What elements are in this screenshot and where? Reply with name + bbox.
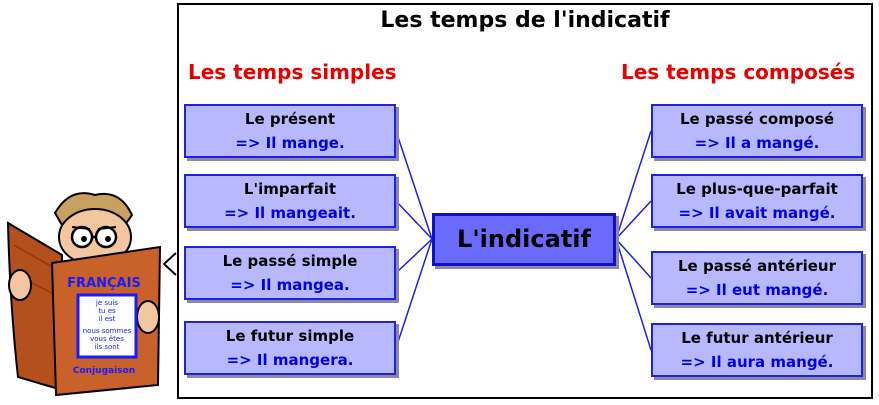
tense-name: Le futur simple	[225, 327, 355, 345]
book-label-panel	[76, 293, 138, 359]
connector-futur-anterieur	[615, 238, 652, 351]
tense-name: Le présent	[244, 110, 336, 128]
connector-present	[395, 130, 433, 240]
tense-name: Le plus-que-parfait	[676, 180, 838, 198]
connector-passe-compose	[615, 130, 652, 240]
tense-name: Le passé simple	[222, 252, 358, 270]
tense-example: => Il mange.	[235, 134, 345, 152]
tense-box-futur-simple: Le futur simple => Il mangera.	[184, 321, 396, 375]
book-title: FRANÇAIS	[67, 276, 141, 291]
tense-box-passe-compose: Le passé composé => Il a mangé.	[651, 104, 863, 158]
connector-passe-simple	[395, 238, 433, 274]
tense-box-present: Le présent => Il mange.	[184, 104, 396, 158]
tense-example: => Il a mangé.	[694, 134, 820, 152]
book-line: je suis	[95, 299, 119, 307]
tense-example: => Il avait mangé.	[678, 204, 836, 222]
tense-example: => Il mangea.	[230, 276, 350, 294]
book-line: tu es	[98, 307, 116, 315]
tense-box-passe-simple: Le passé simple => Il mangea.	[184, 246, 396, 300]
heading-compound-tenses: Les temps composés	[621, 60, 856, 84]
tense-example: => Il mangera.	[226, 351, 354, 369]
book-line: nous sommes	[83, 327, 132, 335]
tense-name: Le passé composé	[679, 110, 835, 128]
center-node-indicatif: L'indicatif	[432, 213, 616, 266]
tense-name: L'imparfait	[243, 180, 337, 198]
tense-name: Le passé antérieur	[678, 257, 836, 275]
book-footer: Conjugaison	[73, 366, 135, 376]
connector-futur-simple	[395, 238, 433, 349]
left-hand	[8, 269, 32, 301]
tense-name: Le futur antérieur	[681, 329, 833, 347]
book-line: ils sont	[95, 343, 120, 351]
tense-example: => Il eut mangé.	[685, 281, 829, 299]
connector-passe-anterieur	[615, 238, 652, 279]
heading-simple-tenses: Les temps simples	[188, 60, 397, 84]
speech-pointer	[162, 252, 177, 276]
book-line: il est	[99, 315, 116, 323]
reader-clipart: FRANÇAIS je suis tu es il est nous somme…	[6, 192, 177, 397]
tense-example: => Il aura mangé.	[680, 353, 834, 371]
tense-box-imparfait: L'imparfait => Il mangeait.	[184, 174, 396, 228]
tense-box-futur-anterieur: Le futur antérieur => Il aura mangé.	[651, 323, 863, 377]
book-line: vous êtes	[90, 335, 124, 343]
tense-box-plus-que-parfait: Le plus-que-parfait => Il avait mangé.	[651, 174, 863, 228]
tense-example: => Il mangeait.	[224, 204, 356, 222]
tense-box-passe-anterieur: Le passé antérieur => Il eut mangé.	[651, 251, 863, 305]
diagram-title: Les temps de l'indicatif	[380, 8, 670, 33]
right-hand	[136, 300, 160, 334]
connector-plus-que-parfait	[615, 200, 652, 240]
connector-imparfait	[395, 200, 433, 240]
